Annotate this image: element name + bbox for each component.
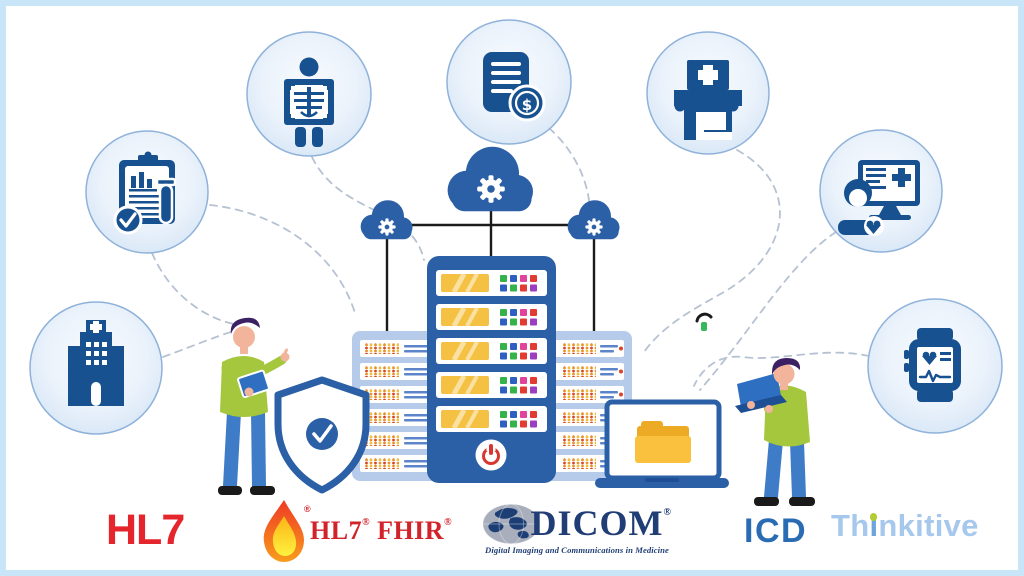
folder-icon [635,421,691,463]
hospital-icon [68,320,124,406]
dicom-wordmark: DICOM® [530,503,672,544]
shield-check-icon [274,376,370,494]
satellite-pharmacy [646,31,770,155]
hl7-fhir-wordmark: HL7®FHIR® [310,516,453,545]
flame-registered-mark: ® [304,504,311,514]
satellite-smartwatch [867,298,1003,434]
cloud-gear-left [360,200,413,240]
pharmacy-icon [674,60,742,140]
thinkitive-green-dot [869,513,878,521]
gear-icon [585,218,603,236]
flame-icon [263,500,304,562]
hl7-fhir-logo: ® HL7®FHIR® [258,496,452,564]
satellite-hospital [29,301,163,435]
laptop-small-icon [735,373,787,413]
satellite-telehealth [819,129,943,253]
lab-report-icon [113,151,177,235]
laptop-folder-icon [595,399,729,488]
power-icon [475,439,507,471]
person-left-with-tablet [218,317,290,495]
hl7-logo: HL7 [106,506,185,554]
globe-icon [482,503,541,545]
server-tower-icon [427,256,556,483]
gear-icon [378,218,396,236]
cloud-gear-center [447,146,533,212]
satellite-billing: $ [446,19,572,145]
person-right-with-laptop [735,358,815,506]
telehealth-icon [838,160,920,236]
icd-logo: ICD [744,512,808,550]
dollar-glyph: $ [522,96,532,114]
smartwatch-icon [904,328,961,402]
cloud-gear-right [567,200,620,240]
gear-icon [477,175,505,203]
satellite-lab-report [85,130,209,254]
dicom-tagline: Digital Imaging and Communications in Me… [485,545,669,555]
satellite-x-ray [246,31,372,157]
billing-icon: $ [483,52,546,122]
dicom-logo: DICOM® Digital Imaging and Communication… [482,502,672,555]
x-ray-icon [284,57,334,147]
padlock-icon [695,312,713,331]
